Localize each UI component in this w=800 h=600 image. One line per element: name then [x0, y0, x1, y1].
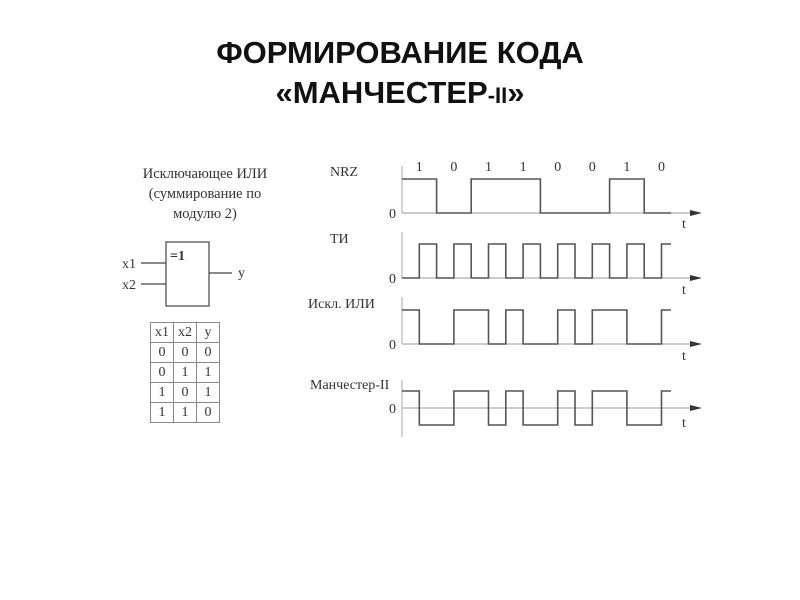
table-cell: 0: [150, 362, 174, 383]
slide-title: ФОРМИРОВАНИЕ КОДА «МАНЧЕСТЕР-II»: [0, 33, 800, 116]
table-row: 1 1 0: [150, 402, 220, 423]
waveform-0: [402, 178, 671, 214]
input-x2-label: x2: [122, 278, 136, 293]
table-cell: 0: [173, 382, 197, 403]
title-line-2: «МАНЧЕСТЕР-II»: [0, 73, 800, 116]
bit-label: 1: [520, 160, 527, 175]
input-x1-label: x1: [122, 257, 136, 272]
xor-gate-caption: Исключающее ИЛИ (суммирование по модулю …: [110, 164, 300, 224]
title-line-2-end: »: [507, 75, 525, 110]
table-row: 1 0 1: [150, 382, 220, 403]
table-cell: 1: [196, 362, 220, 383]
xor-gate: =1 x1 x2 y: [122, 241, 245, 307]
time-label: t: [682, 349, 686, 364]
table-cell: 0: [196, 402, 220, 423]
waveform-2: [402, 309, 671, 345]
header-cell: x2: [173, 322, 197, 343]
header-cell: y: [196, 322, 220, 343]
header-cell: x1: [150, 322, 174, 343]
bit-label: 0: [658, 160, 665, 175]
axis-arrow-icon: [690, 210, 702, 216]
bit-label: 1: [623, 160, 630, 175]
bit-label: 0: [450, 160, 457, 175]
table-row: 0 0 0: [150, 342, 220, 363]
table-cell: 0: [173, 342, 197, 363]
bit-label: 1: [416, 160, 423, 175]
table-cell: 0: [150, 342, 174, 363]
waveform-3: [402, 390, 671, 426]
table-cell: 1: [173, 402, 197, 423]
axis-arrow-icon: [690, 405, 702, 411]
table-cell: 1: [150, 402, 174, 423]
caption-line-3: модулю 2): [173, 206, 237, 222]
gate-symbol: =1: [170, 249, 185, 264]
caption-line-1: Исключающее ИЛИ: [142, 166, 268, 182]
zero-label: 0: [389, 338, 396, 353]
truth-table-header: x1 x2 y: [150, 322, 220, 343]
signal-label: Манчестер-II: [310, 378, 390, 393]
bit-label: 0: [554, 160, 561, 175]
title-line-2-suffix: -II: [487, 83, 508, 108]
axis-arrow-icon: [690, 341, 702, 347]
axis-arrow-icon: [690, 275, 702, 281]
truth-table: x1 x2 y 0 0 0 0 1 1 1 0 1 1 1 0: [150, 322, 220, 423]
table-cell: 1: [196, 382, 220, 403]
signal-label: ТИ: [330, 232, 349, 247]
table-cell: 1: [150, 382, 174, 403]
signal-label: Искл. ИЛИ: [308, 297, 375, 312]
zero-label: 0: [389, 207, 396, 222]
title-line-1: ФОРМИРОВАНИЕ КОДА: [216, 35, 584, 70]
waveform-1: [402, 243, 671, 279]
zero-label: 0: [389, 402, 396, 417]
bit-label: 1: [485, 160, 492, 175]
signal-label: NRZ: [330, 165, 358, 180]
table-row: 0 1 1: [150, 362, 220, 383]
table-cell: 0: [196, 342, 220, 363]
time-label: t: [682, 416, 686, 431]
time-label: t: [682, 217, 686, 232]
time-label: t: [682, 283, 686, 298]
title-line-2-main: «МАНЧЕСТЕР: [275, 75, 488, 110]
table-cell: 1: [173, 362, 197, 383]
gate-body: [165, 241, 210, 307]
caption-line-2: (суммирование по: [148, 186, 262, 202]
zero-label: 0: [389, 272, 396, 287]
bit-label: 0: [589, 160, 596, 175]
output-y-label: y: [238, 266, 245, 281]
